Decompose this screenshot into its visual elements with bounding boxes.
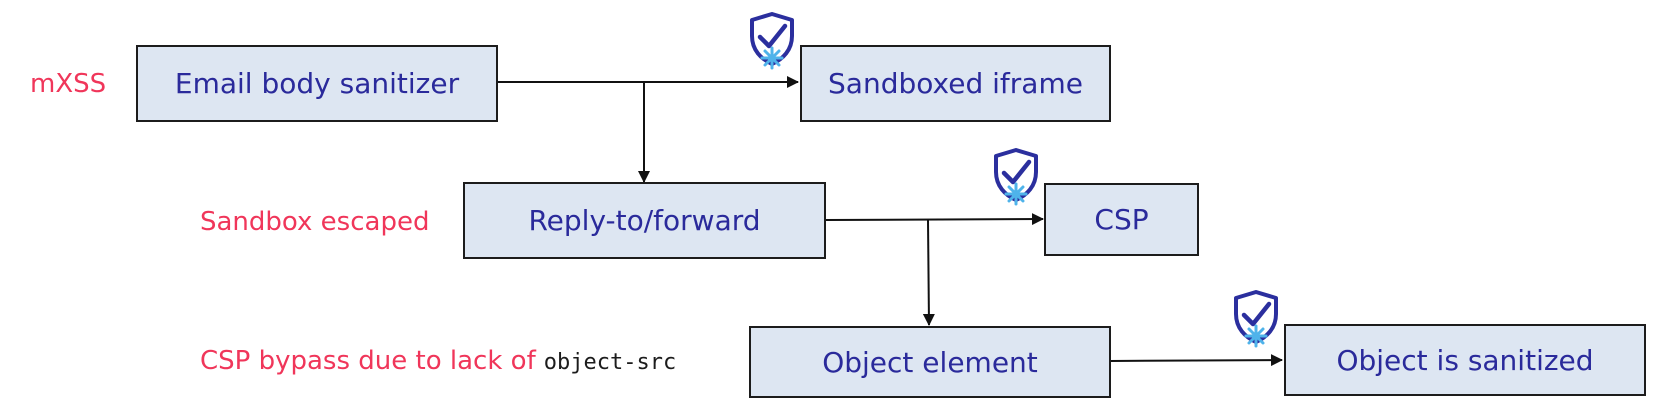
- arrow-object-to-sanitized: [1109, 354, 1283, 367]
- shield-check-icon: [750, 12, 794, 70]
- label-csp-bypass: CSP bypass due to lack of object-src: [200, 348, 676, 374]
- node-object-is-sanitized: Object is sanitized: [1284, 324, 1646, 396]
- label-sandbox-escaped: Sandbox escaped: [200, 207, 430, 237]
- node-object-element: Object element: [749, 326, 1111, 398]
- node-reply-to-forward: Reply-to/forward: [463, 182, 826, 259]
- code-object-src: object-src: [543, 350, 677, 375]
- label-mxss: mXSS: [30, 69, 107, 99]
- arrow-reply-to-object: [922, 219, 935, 326]
- node-email-body-sanitizer: Email body sanitizer: [136, 45, 498, 122]
- label-csp-bypass-text: CSP bypass due to lack of: [200, 346, 536, 376]
- node-sandboxed-iframe: Sandboxed iframe: [800, 45, 1111, 122]
- shield-check-icon: [994, 148, 1038, 206]
- shield-check-icon: [1234, 290, 1278, 348]
- arrow-reply-to-csp: [825, 213, 1044, 226]
- node-csp: CSP: [1044, 183, 1199, 256]
